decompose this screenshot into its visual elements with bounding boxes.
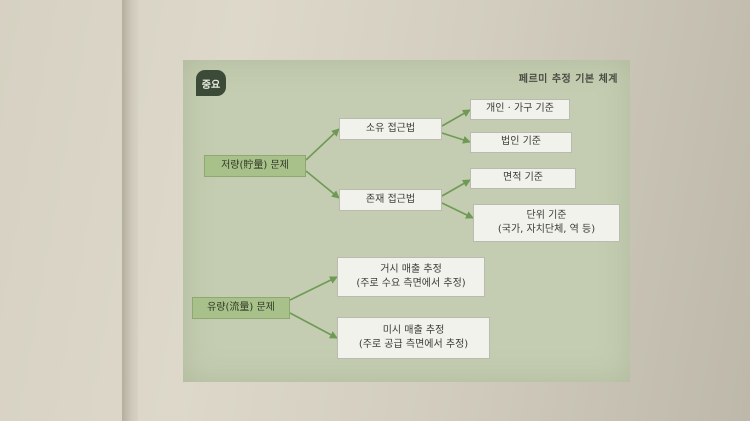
node-unit-label-1: 단위 기준 xyxy=(526,209,567,221)
node-stock-label: 저량(貯量) 문제 xyxy=(221,159,289,171)
important-badge: 중요 xyxy=(196,70,226,96)
book-gutter xyxy=(122,0,138,421)
node-individual-label: 개인 · 가구 기준 xyxy=(486,103,554,115)
node-area: 면적 기준 xyxy=(470,168,576,189)
arrow-stock-to-existence xyxy=(305,170,340,199)
node-existence-approach: 존재 접근법 xyxy=(339,189,442,211)
node-unit-label-2: (국가, 자치단체, 역 등) xyxy=(497,224,596,235)
node-micro-label-1: 미시 매출 추정 xyxy=(382,324,445,336)
arrow-ownership-to-corporate xyxy=(441,132,471,144)
node-corporate-label: 법인 기준 xyxy=(501,136,541,148)
node-unit: 단위 기준 (국가, 자치단체, 역 등) xyxy=(473,204,620,242)
node-macro-label-2: (주로 수요 측면에서 추정) xyxy=(356,278,466,289)
arrow-flow-to-micro xyxy=(289,312,338,339)
node-corporate: 법인 기준 xyxy=(470,132,572,153)
node-macro-label-1: 거시 매출 추정 xyxy=(380,263,442,275)
arrow-ownership-to-individual xyxy=(441,109,471,127)
node-flow-problem: 유량(流量) 문제 xyxy=(192,297,290,319)
node-flow-label: 유량(流量) 문제 xyxy=(207,301,275,313)
arrow-flow-to-macro xyxy=(289,276,338,301)
node-macro-sales: 거시 매출 추정 (주로 수요 측면에서 추정) xyxy=(337,257,485,297)
node-stock-problem: 저량(貯量) 문제 xyxy=(204,155,306,177)
node-micro-sales: 미시 매출 추정 (주로 공급 측면에서 추정) xyxy=(337,317,490,359)
node-individual-household: 개인 · 가구 기준 xyxy=(470,99,570,120)
arrow-existence-to-area xyxy=(441,179,471,197)
node-micro-label-2: (주로 공급 측면에서 추정) xyxy=(358,339,469,350)
node-existence-label: 존재 접근법 xyxy=(365,193,416,205)
node-ownership-label: 소유 접근법 xyxy=(365,122,416,134)
node-area-label: 면적 기준 xyxy=(503,172,543,184)
diagram-title: 페르미 추정 기본 체계 xyxy=(518,74,618,85)
arrow-stock-to-ownership xyxy=(305,128,340,161)
arrow-existence-to-unit xyxy=(441,202,474,219)
node-ownership-approach: 소유 접근법 xyxy=(339,118,442,140)
